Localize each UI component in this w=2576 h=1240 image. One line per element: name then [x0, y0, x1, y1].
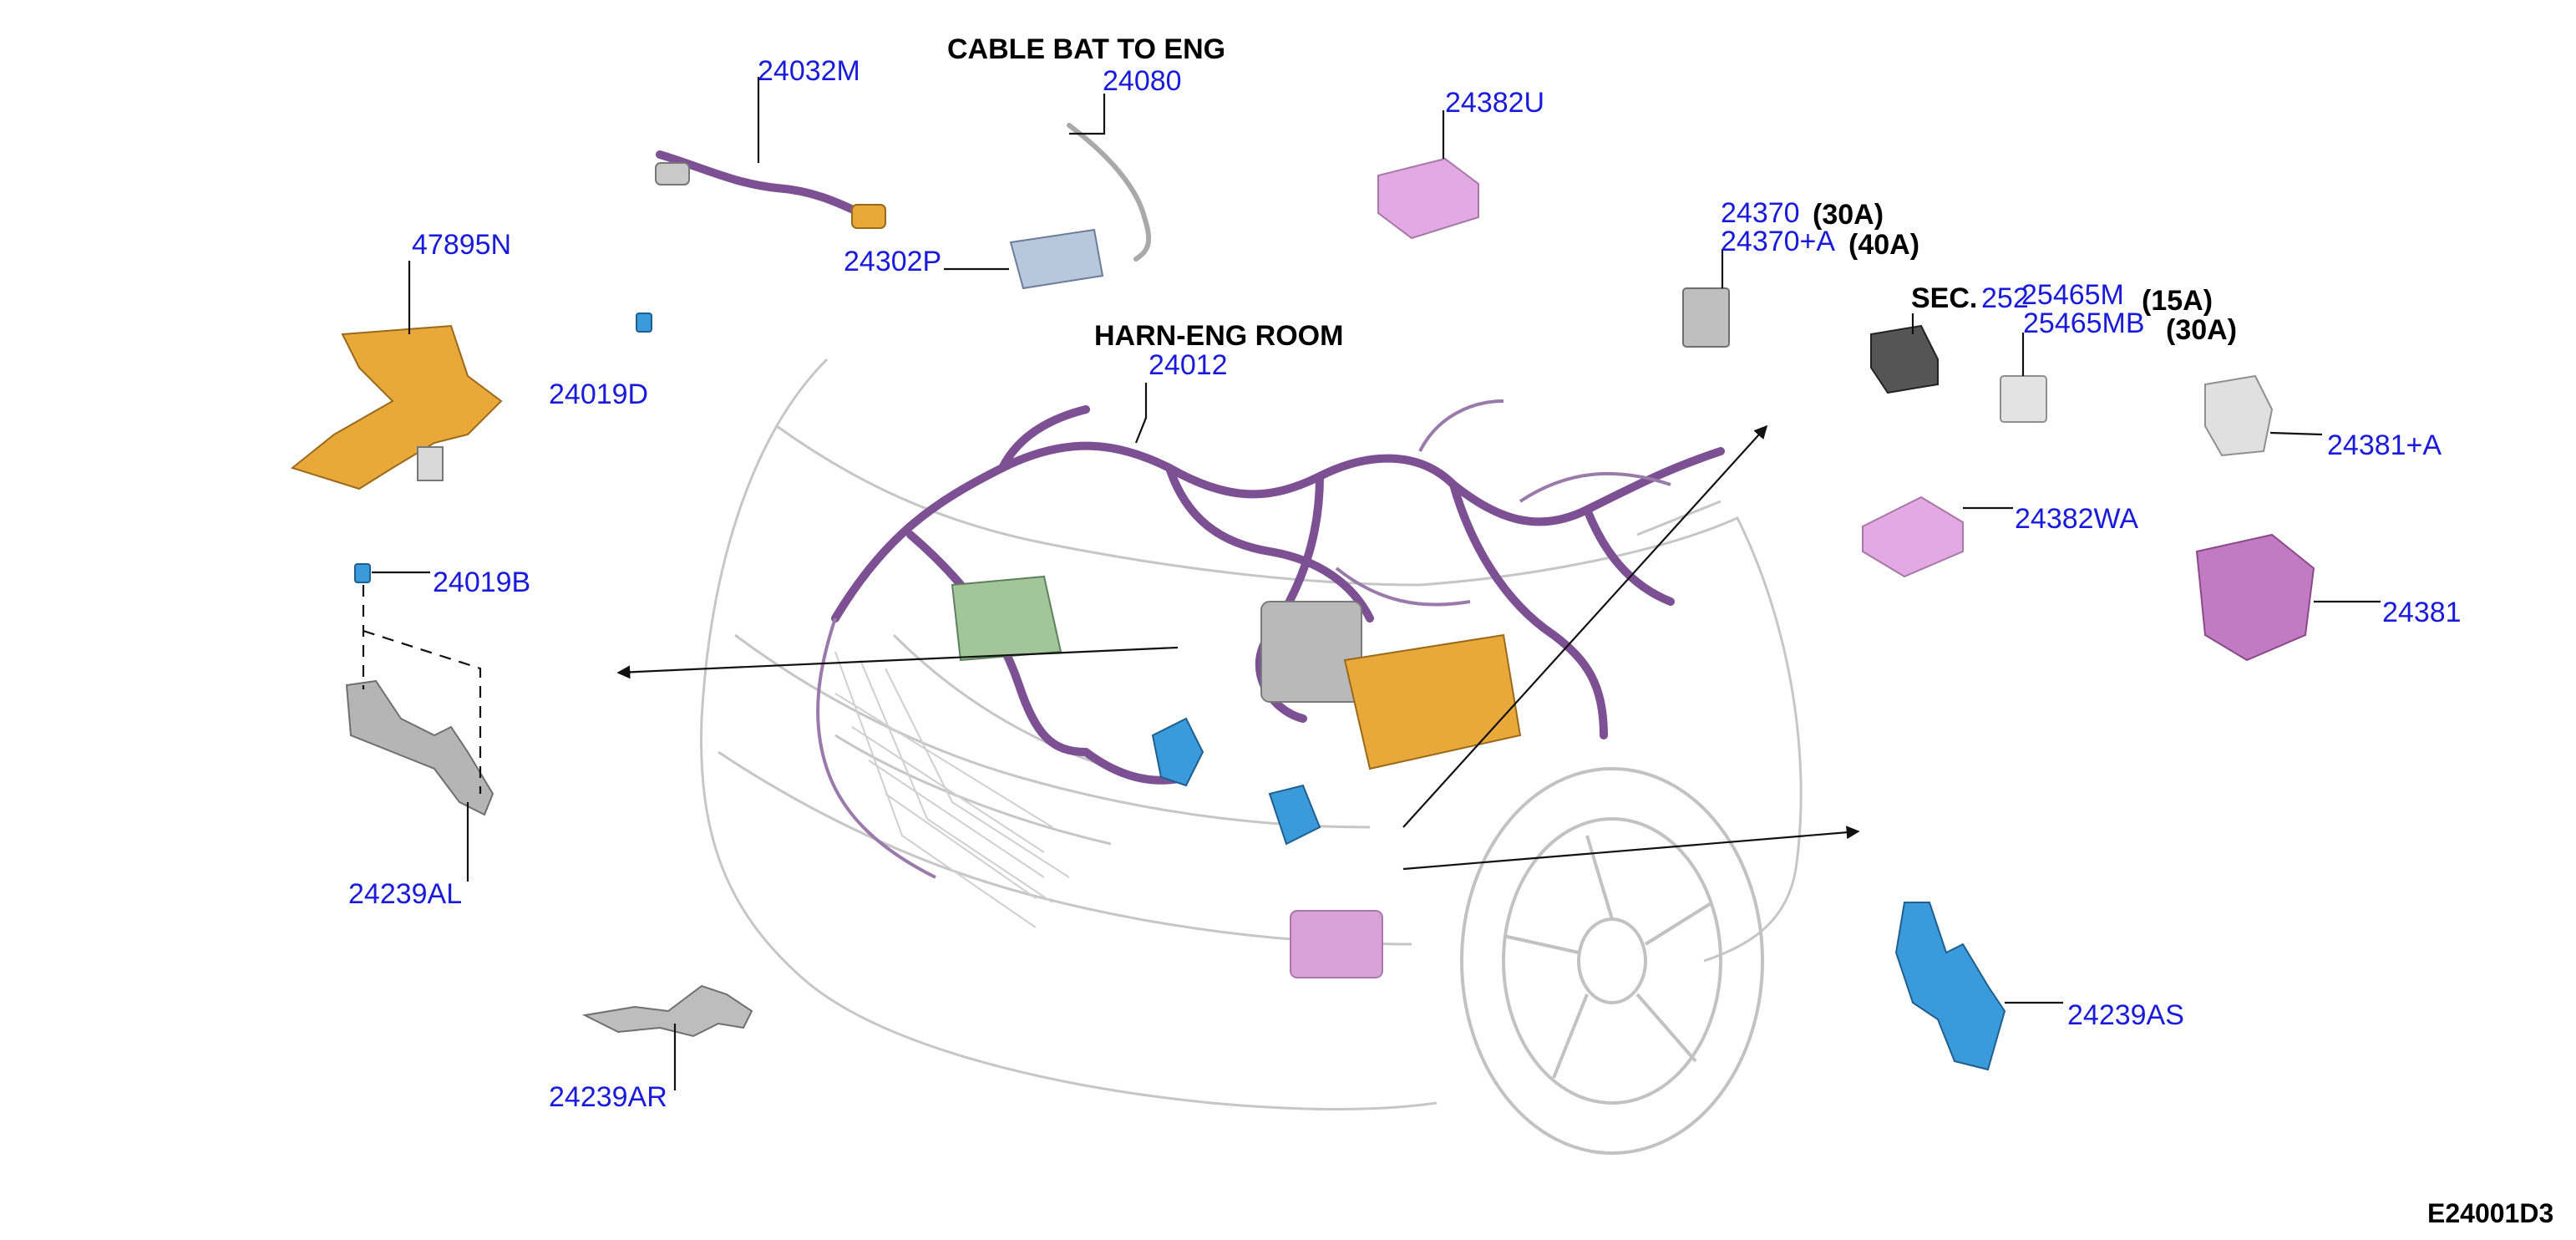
- harness-bracket-right: [1268, 784, 1321, 846]
- vehicle-front-body: [700, 358, 1803, 1110]
- rating-25465MB: (30A): [2166, 314, 2238, 346]
- label-24370[interactable]: 24370: [1721, 197, 1800, 229]
- front-grille: [834, 651, 1070, 928]
- note-cable-bat-to-eng: CABLE BAT TO ENG: [947, 33, 1226, 65]
- label-24381[interactable]: 24381: [2382, 597, 2462, 628]
- rating-24370: (30A): [1813, 199, 1884, 231]
- diagram-code: E24001D3: [2427, 1198, 2554, 1228]
- part-25465M-relay: [2000, 375, 2047, 423]
- label-24239AS[interactable]: 24239AS: [2067, 999, 2184, 1031]
- label-24032M[interactable]: 24032M: [758, 55, 860, 87]
- part-24382WA-cover: [1862, 495, 1964, 578]
- note-sec: SEC.: [1911, 282, 1978, 314]
- harness-thin-branches: [816, 399, 1671, 879]
- label-24302P[interactable]: 24302P: [844, 246, 942, 277]
- label-24239AR[interactable]: 24239AR: [549, 1081, 667, 1113]
- note-harn-eng-room: HARN-ENG ROOM: [1094, 320, 1344, 352]
- rating-25465M: (15A): [2142, 285, 2213, 317]
- label-24080[interactable]: 24080: [1103, 65, 1182, 97]
- ipdm-relay-box: [1343, 633, 1522, 770]
- part-24381-box: [2195, 533, 2315, 662]
- rating-24370A: (40A): [1848, 229, 1920, 261]
- ecu-block: [1260, 601, 1362, 703]
- battery-connector-block: [951, 575, 1062, 662]
- part-24239AR-bracket: [581, 984, 753, 1038]
- label-24382U[interactable]: 24382U: [1445, 87, 1545, 119]
- part-24370-fuse: [1682, 287, 1730, 348]
- part-24239AL-bracket: [345, 679, 494, 816]
- label-24382WA[interactable]: 24382WA: [2015, 503, 2139, 535]
- part-24302P-module: [1009, 228, 1104, 290]
- part-47895N-bracket: [290, 324, 503, 490]
- part-24032M-harness: [655, 150, 886, 229]
- part-24381A-relay-holder: [2204, 374, 2274, 457]
- label-24381A[interactable]: 24381+A: [2327, 429, 2442, 461]
- label-47895N[interactable]: 47895N: [412, 229, 512, 261]
- label-sec-252[interactable]: 252: [1981, 282, 2029, 314]
- label-24019B[interactable]: 24019B: [433, 567, 531, 598]
- label-24019D[interactable]: 24019D: [549, 379, 649, 410]
- part-24019D-clip: [636, 313, 652, 333]
- fuse-box-body: [1290, 910, 1383, 978]
- label-24239AL[interactable]: 24239AL: [348, 878, 463, 910]
- part-24239AS-bracket: [1894, 902, 2006, 1071]
- part-47895N-clip: [417, 446, 444, 481]
- label-25465M[interactable]: 25465M: [2021, 279, 2124, 311]
- harness-bracket-center: [1151, 717, 1204, 787]
- callout-arrows: [616, 424, 1860, 871]
- label-24370A[interactable]: 24370+A: [1721, 226, 1836, 257]
- leader-lines: [362, 77, 2381, 1090]
- sec-252-fusible-link: [1870, 324, 1939, 394]
- part-24080-cable: [1067, 123, 1152, 262]
- label-25465MB[interactable]: 25465MB: [2023, 307, 2145, 339]
- part-24019B-clip: [354, 563, 371, 583]
- part-24382U-cover: [1377, 157, 1479, 240]
- label-24012[interactable]: 24012: [1149, 349, 1228, 381]
- front-wheel: [1460, 767, 1764, 1155]
